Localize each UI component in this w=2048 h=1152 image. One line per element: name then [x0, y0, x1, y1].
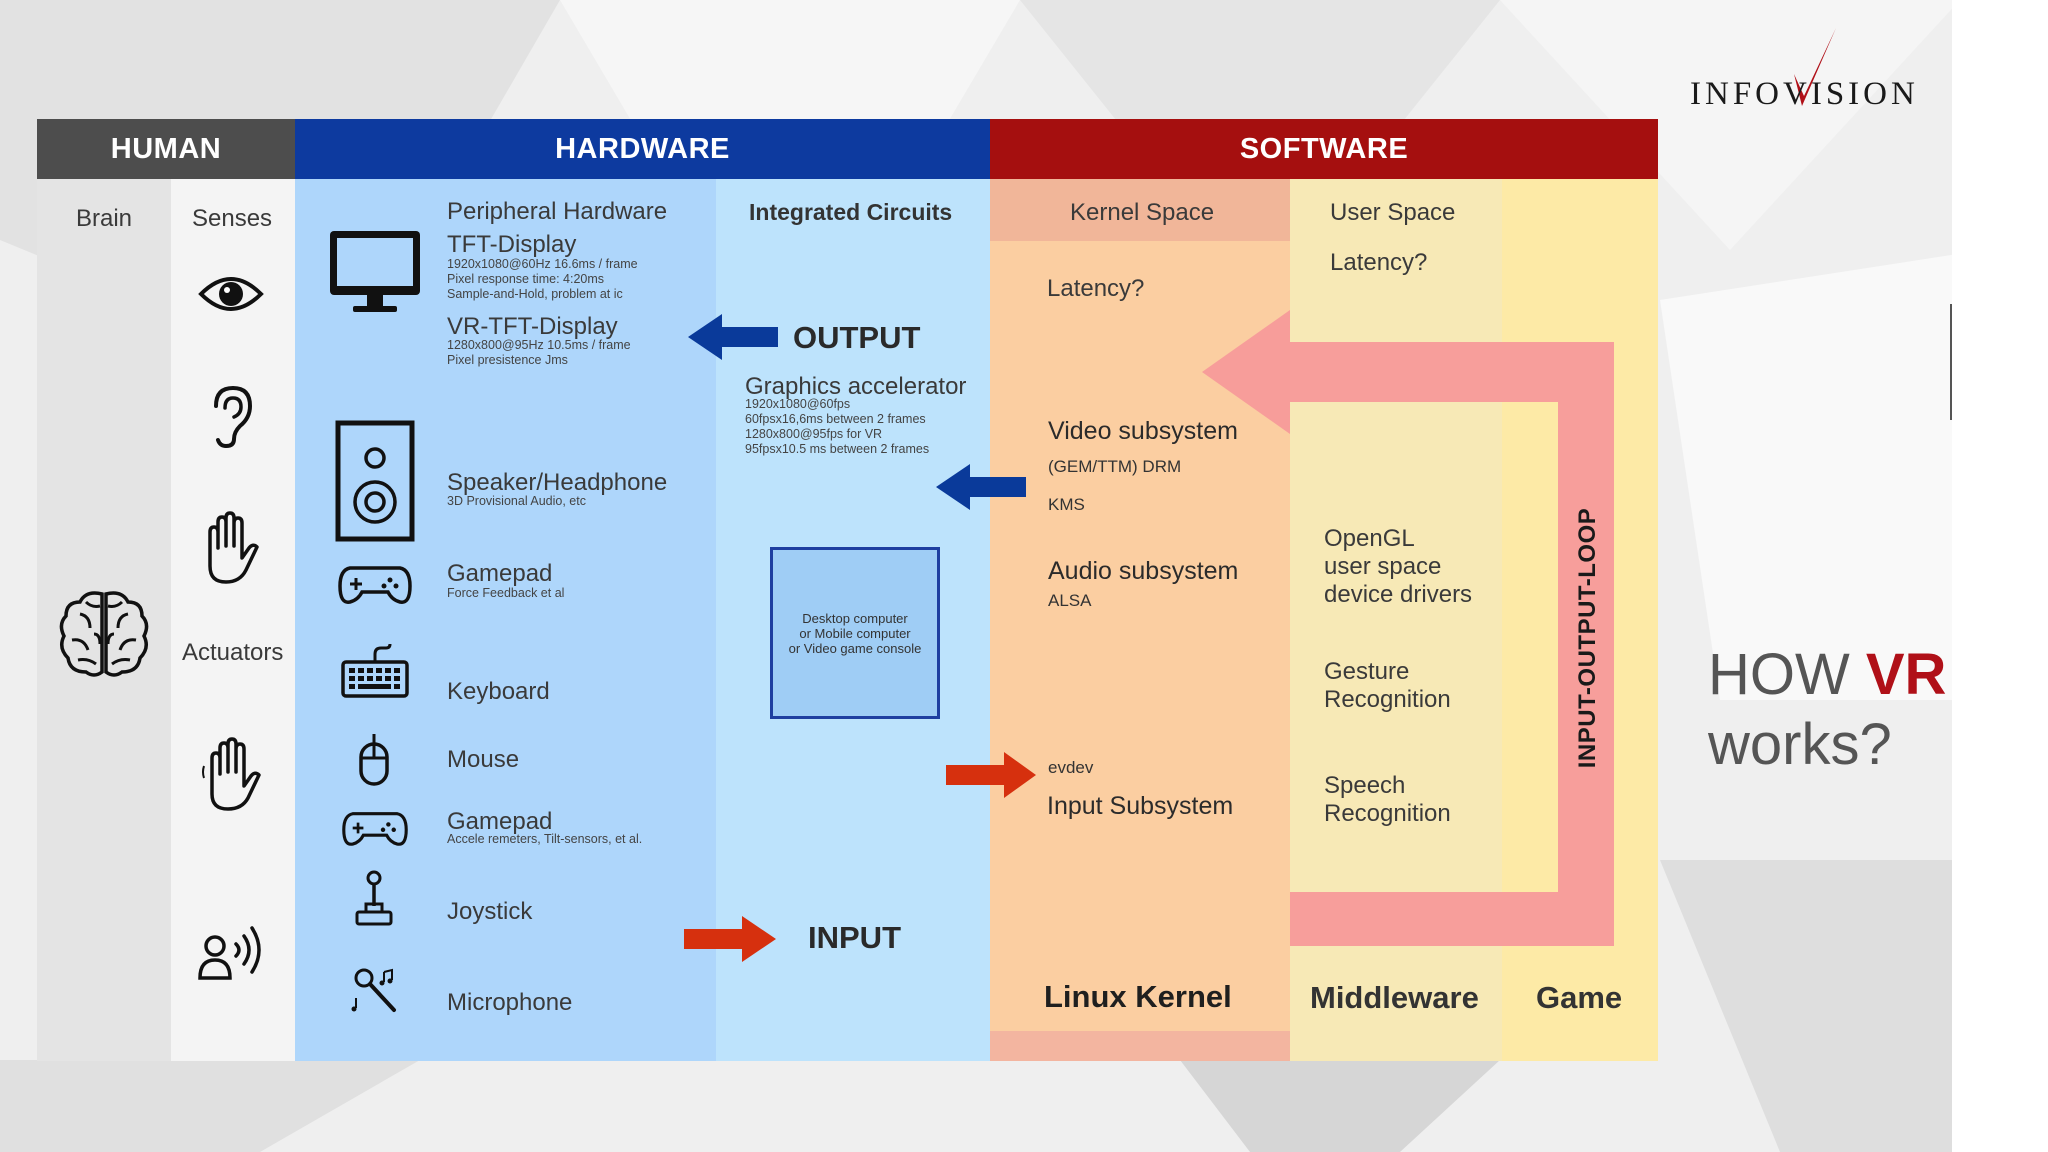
gamepad-output-details: Force Feedback et al [447, 586, 565, 600]
vr-tft-display-title: VR-TFT-Display [447, 313, 618, 340]
peripheral-hardware-label: Peripheral Hardware [447, 198, 668, 225]
slide-title: HOW VR works? [1708, 640, 1946, 780]
input-subsystem-label: Input Subsystem [1047, 792, 1234, 820]
audio-subsystem-label: Audio subsystem [1048, 557, 1239, 585]
infovision-logo: INFOVISION [1690, 24, 1930, 114]
senses-column [171, 179, 295, 1061]
speaker-icon [335, 420, 415, 542]
mouse-label: Mouse [447, 746, 520, 773]
speaker-details: 3D Provisional Audio, etc [447, 494, 586, 508]
kms-label: KMS [1048, 495, 1085, 514]
title-how: HOW [1708, 642, 1850, 707]
gamepad-icon-2 [342, 812, 408, 846]
brain-column [37, 179, 171, 1061]
title-vr: VR [1865, 642, 1947, 707]
brain-label: Brain [76, 205, 133, 232]
header-software: SOFTWARE [990, 119, 1658, 179]
middleware-label: Middleware [1310, 980, 1479, 1015]
speaker-title: Speaker/Headphone [447, 469, 668, 496]
header-human: HUMAN [37, 119, 295, 179]
hand-icon-2 [202, 737, 261, 811]
senses-label: Senses [192, 205, 273, 232]
linux-kernel-label: Linux Kernel [1044, 979, 1232, 1014]
drm-label: (GEM/TTM) DRM [1048, 457, 1182, 476]
evdev-arrow [946, 752, 1036, 798]
video-to-gpu-arrow [936, 464, 1026, 510]
output-arrow [688, 314, 778, 360]
hardware-column [295, 179, 716, 1061]
ear-icon [214, 385, 253, 449]
joystick-label: Joystick [447, 898, 533, 925]
kernel-space-header: Kernel Space [1070, 199, 1215, 226]
graphics-accelerator-details: 1920x1080@60fps 60fpsx16,6ms between 2 f… [745, 397, 930, 456]
kernel-bottom-band [990, 1031, 1290, 1061]
graphics-accelerator-title: Graphics accelerator [745, 373, 967, 400]
output-label: OUTPUT [793, 320, 921, 355]
tft-display-title: TFT-Display [447, 231, 577, 258]
user-space-header: User Space [1330, 199, 1456, 226]
keyboard-icon [341, 644, 409, 698]
gamepad-input-title: Gamepad [447, 808, 553, 835]
kernel-column [990, 179, 1290, 1061]
joystick-icon [355, 870, 393, 926]
title-works: works? [1708, 712, 1892, 777]
monitor-icon [330, 231, 420, 312]
kernel-latency-label: Latency? [1047, 275, 1145, 302]
hand-icon [208, 511, 259, 584]
video-subsystem-label: Video subsystem [1048, 417, 1238, 445]
tft-display-details: 1920x1080@60Hz 16.6ms / frame Pixel resp… [447, 257, 638, 301]
input-label: INPUT [808, 920, 901, 955]
header-hardware: HARDWARE [295, 119, 990, 179]
opengl-label: OpenGL user space device drivers [1324, 525, 1473, 608]
keyboard-label: Keyboard [447, 678, 550, 705]
voice-icon [198, 926, 261, 980]
gesture-recognition-label: Gesture Recognition [1324, 658, 1451, 713]
mouse-icon [359, 734, 389, 786]
computer-box-text: Desktop computer or Mobile computer or V… [788, 610, 922, 656]
actuators-label: Actuators [182, 639, 284, 666]
gamepad-input-details: Accele remeters, Tilt-sensors, et al. [447, 832, 643, 846]
evdev-label: evdev [1048, 758, 1094, 777]
vr-tft-display-details: 1280x800@95Hz 10.5ms / frame Pixel presi… [447, 338, 631, 367]
input-output-loop-arrow [1202, 310, 1614, 946]
gamepad-icon [338, 566, 412, 604]
user-latency-label: Latency? [1330, 249, 1428, 276]
microphone-label: Microphone [447, 989, 573, 1016]
brain-icon [59, 591, 149, 677]
game-label: Game [1536, 980, 1623, 1015]
speech-recognition-label: Speech Recognition [1324, 772, 1451, 827]
microphone-icon [351, 968, 396, 1012]
logo-text: INFOVISION [1690, 76, 1919, 112]
gamepad-output-title: Gamepad [447, 560, 553, 587]
integrated-circuits-label: Integrated Circuits [749, 199, 953, 225]
kernel-header-band [990, 179, 1290, 241]
divider-line [1950, 304, 1952, 420]
alsa-label: ALSA [1048, 591, 1092, 610]
eye-icon [198, 277, 264, 311]
input-arrow [684, 916, 776, 962]
computer-box: Desktop computer or Mobile computer or V… [770, 547, 940, 719]
